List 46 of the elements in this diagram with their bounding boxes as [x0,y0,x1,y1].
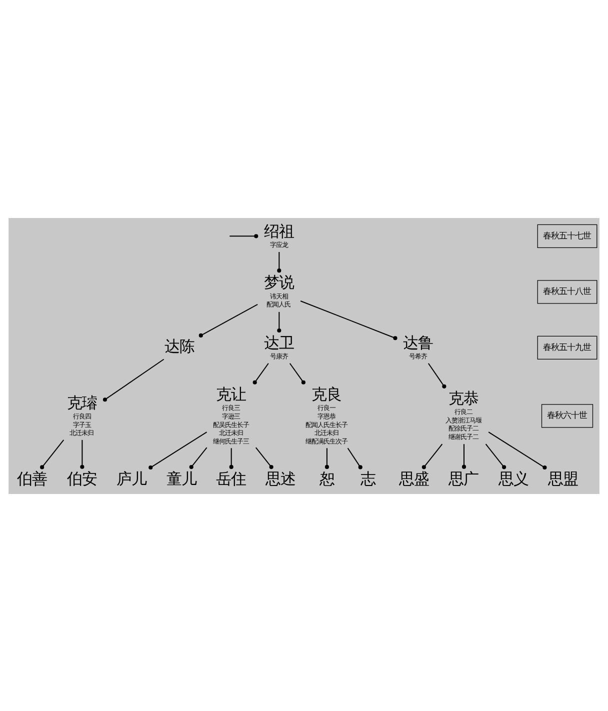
label: 春秋六十世 [547,410,588,420]
node-text: 思盟 [548,469,578,488]
connector [102,358,164,402]
node-text: 绍祖 [264,222,294,240]
node-text: 达鲁 [402,333,433,352]
connector [324,448,329,468]
node-text: 庐儿 [116,469,147,488]
node-text: 岳住 [216,469,246,488]
node-text: 恕 [319,469,334,488]
connector [428,362,446,388]
connector [462,444,466,468]
connector [252,362,269,384]
connector [189,446,208,469]
label: 春秋五十八世 [543,286,592,296]
connector [229,448,234,468]
node-text: 克良 [312,384,342,403]
node-text: 梦说 [264,273,294,292]
connector [485,443,506,469]
connector [347,447,362,469]
label: 春秋五十九世 [543,341,592,352]
node-text: 伯善 [17,469,48,488]
node-text: 克恭 [448,388,479,407]
node-text: 思广 [448,469,479,488]
connector [422,443,443,469]
connector [40,439,64,469]
node-text: 童儿 [166,469,196,488]
connector [277,251,282,272]
node-text: 达卫 [264,333,294,352]
node-text: 思盛 [398,469,429,488]
connector [80,439,84,468]
connector [300,300,398,340]
node-text: 达陈 [164,337,194,356]
node-text: 思义 [498,469,528,488]
node-text: 伯安 [66,469,97,488]
connector [256,446,274,469]
connector [289,362,306,384]
connector [277,311,282,332]
connector [148,431,208,470]
connector [198,303,258,337]
node-text: 克璿 [66,393,97,412]
node-text: 克让 [216,384,246,403]
node-text: 思述 [266,469,296,488]
label: 春秋五十七世 [543,230,592,240]
node-text: 志 [360,469,376,488]
connector [230,235,254,236]
connector [488,431,547,470]
